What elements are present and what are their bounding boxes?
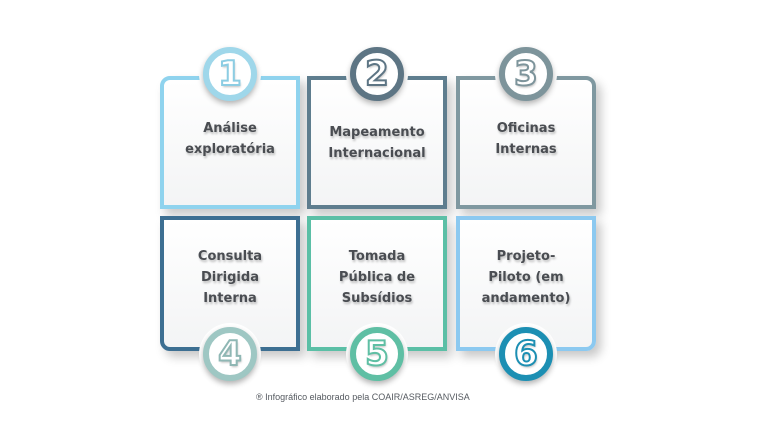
footnote-credit: ® Infográfico elaborado pela COAIR/ASREG… [256,392,470,402]
step-label-6: Projeto-Piloto (em andamento) [481,249,571,306]
step-number-badge-6: 6 [499,327,553,381]
step-label-3: Oficinas Internas [495,121,557,157]
step-label-2: Mapeamento Internacional [328,125,426,161]
step-number-badge-3: 3 [499,47,553,101]
step-number-badge-1: 1 [203,47,257,101]
step-number-badge-4: 4 [203,327,257,381]
step-number-badge-5: 5 [350,327,404,381]
step-number-badge-2: 2 [350,47,404,101]
step-label-5: Tomada Pública de Subsídios [338,249,416,306]
step-number-3: 3 [513,54,539,94]
step-label-4: Consulta Dirigida Interna [197,249,263,306]
step-label-1: Análise exploratória [185,121,275,157]
step-number-6: 6 [513,334,539,374]
step-number-5: 5 [364,334,390,374]
step-number-2: 2 [364,54,390,94]
step-number-1: 1 [217,54,243,94]
step-number-4: 4 [217,334,243,374]
step-card-5: Tomada Pública de Subsídios [307,216,447,351]
